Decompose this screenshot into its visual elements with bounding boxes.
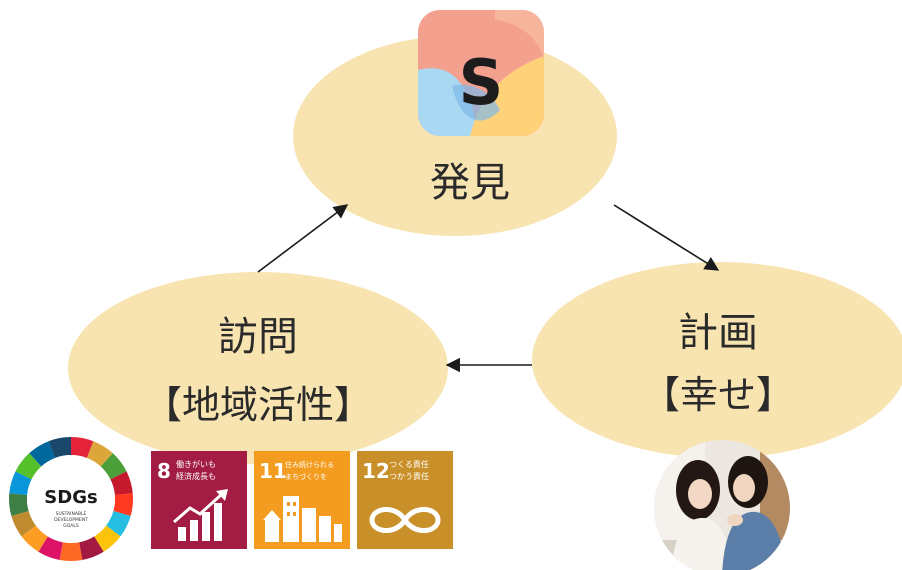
sdgs-wheel-segment [38, 536, 63, 560]
sdgs-logo: SDGs SUSTAINABLE DEVELOPMENT GOALS [8, 437, 134, 561]
sdg-goal-11-number: 11 [259, 459, 287, 483]
sdg-goal-8-number: 8 [157, 459, 171, 483]
sdgs-wheel-segment [29, 441, 56, 467]
sdg-goal-11-title-1: 住み続けられる [285, 460, 334, 469]
sdgs-wheel-segment [48, 437, 71, 458]
sdgs-logo-subtext-2: DEVELOPMENT [54, 517, 88, 523]
s-app-letter: S [459, 46, 504, 119]
visit-sublabel: 【地域活性】 [144, 383, 372, 427]
sdgs-wheel-segment [11, 511, 36, 537]
sdgs-wheel-segment [94, 525, 121, 552]
sdgs-wheel-segment [79, 536, 104, 560]
visit-ellipse [68, 272, 448, 464]
plan-sublabel: 【幸せ】 [642, 373, 794, 417]
friends-photo [654, 440, 790, 570]
sdg-goal-8-tile: 8 働きがいも 経済成長も [151, 451, 247, 549]
sdg-goal-11-title-2: まちづくりを [285, 472, 327, 481]
infinity-loop-icon [369, 507, 441, 533]
visit-label: 訪問 [218, 314, 298, 360]
sdgs-wheel-segment [113, 493, 134, 516]
s-app-icon: S [418, 10, 544, 136]
growth-chart-icon [173, 489, 228, 541]
sdgs-wheel-segment [86, 441, 113, 467]
sdg-goal-8-title-2: 経済成長も [176, 471, 216, 481]
sdgs-wheel-segment [71, 437, 94, 458]
sdg-goal-12-title-2: つかう責任 [389, 471, 429, 481]
sdgs-wheel-segment [15, 453, 42, 480]
arrow-visit-to-discover [257, 204, 349, 273]
sdgs-wheel-segment [8, 493, 29, 516]
sdgs-wheel-segment [59, 542, 83, 561]
sdg-goal-8-title-1: 働きがいも [176, 459, 216, 469]
plan-ellipse [532, 262, 902, 458]
sdgs-wheel-segment [106, 511, 131, 537]
plan-label: 計画 [678, 310, 758, 356]
sdgs-wheel-segment [21, 525, 48, 552]
sdgs-wheel-segment [100, 453, 127, 480]
sdg-goal-12-title-1: つくる責任 [389, 459, 429, 469]
sdg-goal-12-tile: 12 つくる責任 つかう責任 [357, 451, 453, 549]
sdg-goal-12-number: 12 [362, 459, 390, 483]
city-buildings-icon [263, 496, 342, 542]
sdg-goal-11-tile: 11 住み続けられる まちづくりを [254, 451, 350, 549]
sdgs-logo-text: SDGs [44, 487, 97, 508]
sdgs-wheel-segment [9, 471, 32, 495]
sdgs-logo-subtext-3: GOALS [63, 523, 79, 529]
discover-label: 発見 [430, 160, 510, 206]
sdgs-logo-subtext-1: SUSTAINABLE [56, 511, 87, 517]
sdgs-wheel-segment [110, 471, 133, 495]
arrow-discover-to-plan [613, 204, 720, 271]
